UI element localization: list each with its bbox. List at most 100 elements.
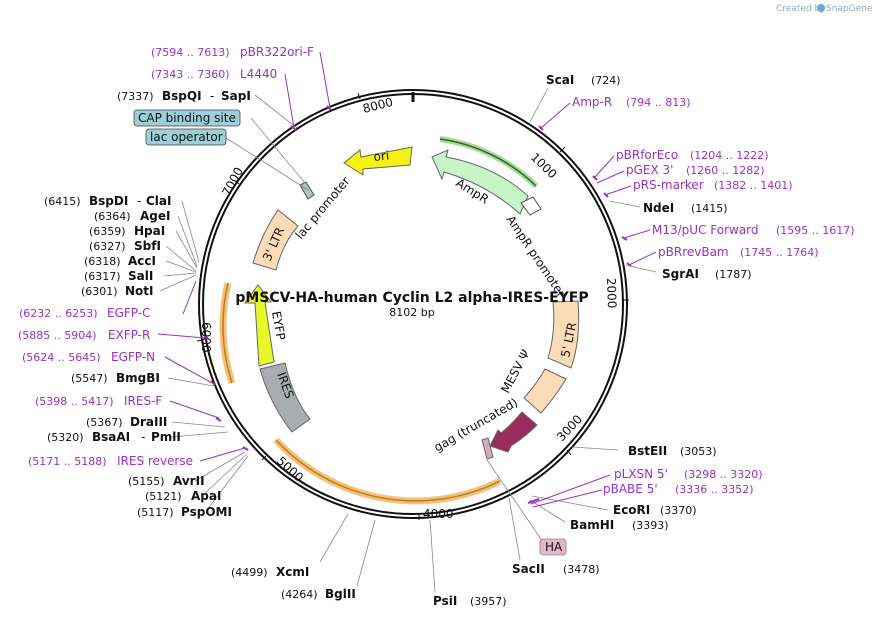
enzyme-bsteii[interactable]: BstEII (3053): [628, 444, 717, 458]
enzyme-name: BspDI: [89, 194, 128, 208]
enzyme-pos: (6415): [44, 195, 81, 208]
primer-name: pBRforEco: [616, 148, 678, 162]
primer-name: pRS-marker: [633, 178, 704, 192]
enzyme-apai[interactable]: (5121) ApaI: [145, 489, 221, 503]
primer-pbabe5[interactable]: pBABE 5' (3336 .. 3352): [603, 482, 754, 496]
mesv-feature[interactable]: [523, 368, 567, 414]
cap-binding-site-label: CAP binding site: [138, 111, 236, 125]
enzyme-pos: (3957): [470, 595, 507, 608]
enzyme-xcmi[interactable]: (4499) XcmI: [231, 565, 309, 579]
enzyme-acci[interactable]: (6318) AccI: [84, 254, 156, 268]
enzyme-bsaai-pmli[interactable]: (5320) BsaAI - PmlI: [47, 430, 181, 444]
primer-plxsn5[interactable]: pLXSN 5' (3298 .. 3320): [614, 467, 763, 481]
primer-range: (3298 .. 3320): [684, 468, 763, 481]
primer-range: (794 .. 813): [626, 96, 691, 109]
primer-range: (5171 .. 5188): [28, 455, 107, 468]
credit-brand: SnapGene: [826, 4, 873, 14]
primer-range: (7343 .. 7360): [151, 68, 230, 81]
ampr-feature[interactable]: [431, 149, 529, 215]
enzyme-agei[interactable]: (6364) AgeI: [94, 209, 170, 223]
enzyme-sali[interactable]: (6317) SalI: [84, 269, 153, 283]
ires-feature[interactable]: [259, 362, 311, 433]
eyfp-feature[interactable]: [244, 284, 275, 367]
lac-operator-bg: [145, 128, 227, 146]
enzyme-draiii[interactable]: (5367) DraIII: [86, 415, 167, 429]
enzyme-name-2: ClaI: [146, 194, 171, 208]
enzyme-hpai[interactable]: (6359) HpaI: [89, 224, 165, 238]
enzyme-name: BglII: [325, 587, 356, 601]
enzyme-psii[interactable]: PsiI (3957): [433, 594, 507, 608]
enzyme-pos: (3370): [660, 504, 697, 517]
enzyme-pos: (3053): [680, 445, 717, 458]
enzyme-bamhi[interactable]: BamHI (3393): [570, 518, 669, 532]
primer-name: EGFP-N: [111, 350, 155, 364]
primer-range: (1745 .. 1764): [740, 246, 819, 259]
primer-range: (1382 .. 1401): [714, 179, 793, 192]
tick-4000: 4000: [423, 507, 454, 521]
primer-egfp-c[interactable]: (6232 .. 6253) EGFP-C: [19, 306, 150, 320]
enzyme-ecori[interactable]: EcoRI (3370): [613, 503, 697, 517]
ltr5-feature[interactable]: [547, 300, 580, 369]
primer-prs-marker[interactable]: pRS-marker (1382 .. 1401): [633, 178, 793, 192]
primer-egfp-n[interactable]: (5624 .. 5645) EGFP-N: [22, 350, 155, 364]
enzyme-name: AccI: [128, 254, 156, 268]
primer-range: (1260 .. 1282): [686, 164, 765, 177]
primer-range: (5398 .. 5417): [35, 395, 114, 408]
enzyme-name: PspOMI: [181, 505, 232, 519]
ampr-highlight-line: [439, 138, 537, 187]
map-title: pMSCV-HA-human Cyclin L2 alpha-IRES-EYFP: [235, 290, 588, 306]
ori-feature[interactable]: [343, 146, 413, 176]
primer-l4440[interactable]: (7343 .. 7360) L4440: [151, 67, 277, 81]
primer-exfp-r[interactable]: (5885 .. 5904) EXFP-R: [18, 328, 150, 342]
ltr3-feature[interactable]: [252, 209, 299, 271]
enzyme-noti[interactable]: (6301) NotI: [81, 284, 154, 298]
enzyme-name: AgeI: [140, 209, 170, 223]
enzyme-name: HpaI: [134, 224, 165, 238]
enzyme-pspomi[interactable]: (5117) PspOMI: [137, 505, 232, 519]
enzyme-separator: -: [210, 89, 214, 103]
primer-pgex3[interactable]: pGEX 3' (1260 .. 1282): [626, 163, 765, 177]
enzyme-name: XcmI: [276, 565, 309, 579]
enzyme-name: SgrAI: [662, 267, 699, 281]
ampr-promoter-label: AmpR promoter: [504, 213, 569, 300]
primer-m13-puc-forward[interactable]: M13/pUC Forward (1595 .. 1617): [652, 223, 855, 237]
ha-tag-feature[interactable]: [481, 437, 494, 460]
gag-feature[interactable]: [489, 411, 538, 453]
enzyme-bglii[interactable]: (4264) BglII: [281, 587, 356, 601]
primer-name: EGFP-C: [107, 306, 150, 320]
enzyme-sgrai[interactable]: SgrAI (1787): [662, 267, 752, 281]
primer-name: EXFP-R: [108, 328, 150, 342]
enzyme-ndei[interactable]: NdeI (1415): [643, 201, 728, 215]
primer-pbrforeco[interactable]: pBRforEco (1204 .. 1222): [616, 148, 769, 162]
primer-name: pGEX 3': [626, 163, 673, 177]
primer-ires-f[interactable]: (5398 .. 5417) IRES-F: [35, 394, 162, 408]
eyfp-label: EYFP: [269, 310, 288, 341]
ires-eyfp-highlight-line: [222, 282, 233, 384]
enzyme-pos: (4499): [231, 566, 268, 579]
enzyme-pos: (1415): [691, 202, 728, 215]
primer-amp-r[interactable]: Amp-R (794 .. 813): [572, 95, 691, 109]
lac-promoter-feature[interactable]: [299, 181, 315, 200]
enzyme-bmgbi[interactable]: (5547) BmgBI: [71, 371, 160, 385]
lac-operator-box[interactable]: lac operator: [145, 128, 227, 146]
enzyme-scai[interactable]: ScaI (724): [546, 73, 621, 87]
enzyme-name-2: PmlI: [151, 430, 181, 444]
enzyme-pos: (5320): [47, 431, 84, 444]
enzyme-pos: (724): [591, 74, 621, 87]
enzyme-sbfi[interactable]: (6327) SbfI: [89, 239, 161, 253]
enzyme-bspdi-clai[interactable]: (6415) BspDI - ClaI: [44, 194, 171, 208]
primer-pbr322ori-f[interactable]: (7594 .. 7613) pBR322ori-F: [151, 45, 314, 59]
enzyme-name: SalI: [128, 269, 153, 283]
primer-ires-reverse[interactable]: (5171 .. 5188) IRES reverse: [28, 454, 193, 468]
map-length: 8102 bp: [389, 306, 434, 319]
enzyme-pos: (4264): [281, 588, 318, 601]
enzyme-pos: (5367): [86, 416, 123, 429]
cap-binding-site-box[interactable]: CAP binding site: [133, 109, 241, 127]
primer-pbrrevbam[interactable]: pBRrevBam (1745 .. 1764): [658, 245, 819, 259]
ha-box[interactable]: HA: [539, 538, 567, 556]
ampr-promoter-feature[interactable]: [520, 196, 542, 216]
enzyme-bspqi-sapi[interactable]: (7337) BspQI - SapI: [117, 89, 251, 103]
enzyme-pos: (5117): [137, 506, 174, 519]
enzyme-avrii[interactable]: (5155) AvrII: [128, 474, 205, 488]
enzyme-sacii[interactable]: SacII (3478): [512, 562, 600, 576]
